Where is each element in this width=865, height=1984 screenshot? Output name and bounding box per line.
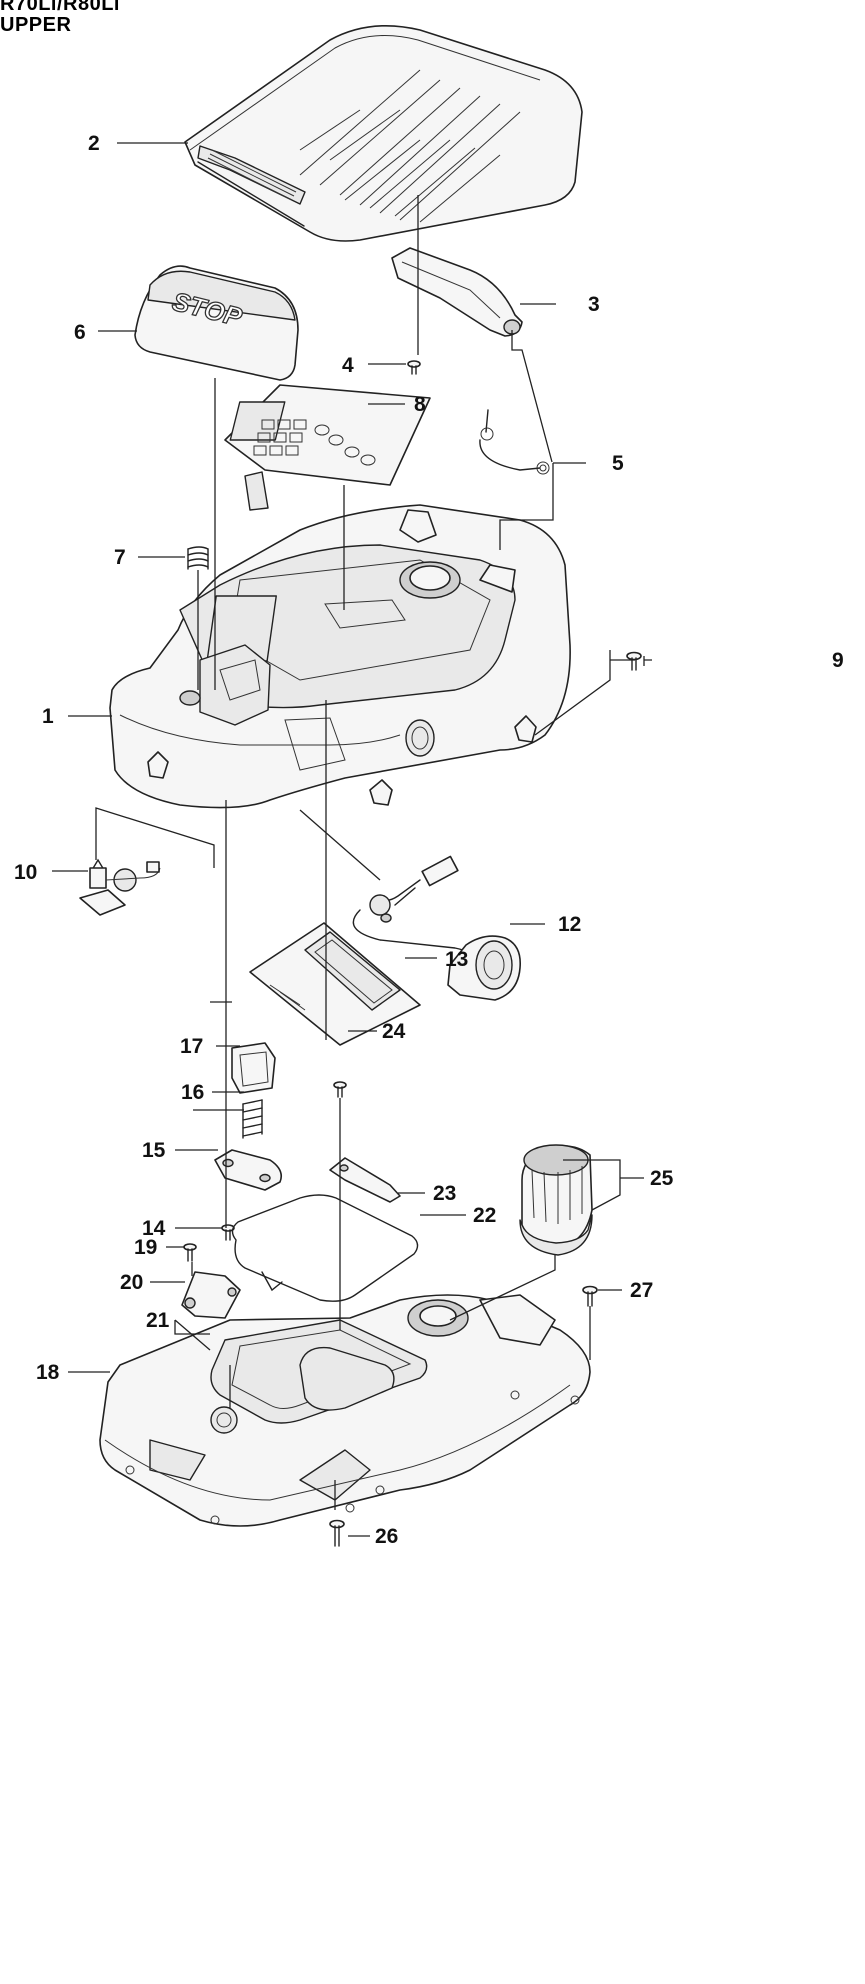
part-10-sensor-assembly [79, 858, 161, 916]
callout-23: 23 [433, 1182, 456, 1205]
part-13-circuit-board [249, 922, 421, 1046]
callout-22: 22 [473, 1204, 496, 1227]
part-20-sensor-bracket [181, 1271, 241, 1319]
part-8-keypad-membrane [224, 384, 431, 511]
part-3-handle [391, 247, 523, 337]
callout-13: 13 [445, 948, 468, 971]
callout-25: 25 [650, 1167, 674, 1190]
callout-8: 8 [414, 393, 426, 416]
part-7-spring [187, 546, 209, 570]
callout-4: 4 [342, 354, 354, 377]
part-17-bracket [231, 1042, 276, 1094]
part-2-top-cover [184, 25, 583, 242]
leader-lines [52, 142, 652, 1537]
part-22-gasket [231, 1194, 419, 1302]
part-24-screw [333, 1081, 347, 1098]
callout-18: 18 [36, 1361, 60, 1384]
callout-10: 10 [14, 861, 37, 884]
part-15-plate [214, 1149, 283, 1191]
callout-26: 26 [375, 1525, 398, 1548]
diagram-title-section: UPPER [0, 14, 72, 36]
callout-17: 17 [180, 1035, 203, 1058]
callout-15: 15 [142, 1139, 166, 1162]
part-18-chassis [99, 1294, 591, 1527]
callout-12: 12 [558, 913, 581, 936]
part-9-screw [626, 651, 642, 671]
callout-21: 21 [146, 1309, 170, 1332]
callout-7: 7 [114, 546, 126, 569]
part-25-height-knob [519, 1144, 593, 1256]
callout-5: 5 [612, 452, 624, 475]
part-19-screw [183, 1243, 197, 1262]
callout-27: 27 [630, 1279, 653, 1302]
callout-9: 9 [832, 649, 844, 672]
callout-6: 6 [74, 321, 86, 344]
callout-1: 1 [42, 705, 54, 728]
callout-numbers: 1 2 3 4 5 6 7 8 9 10 12 13 17 16 24 15 2… [14, 132, 844, 1548]
callout-19: 19 [134, 1236, 157, 1259]
part-1-main-body [109, 504, 571, 809]
part-23-bracket [329, 1157, 401, 1203]
part-6-stop-button: STOP [134, 265, 299, 381]
callout-3: 3 [588, 293, 600, 316]
callout-20: 20 [120, 1271, 143, 1294]
callout-14: 14 [142, 1217, 166, 1240]
callout-24: 24 [382, 1020, 406, 1043]
part-26-screw [329, 1519, 345, 1547]
part-12-buzzer-cable [352, 855, 522, 1001]
part-5-spring-clip [479, 409, 550, 475]
part-4-screw [407, 360, 421, 375]
part-16-spring [242, 1099, 263, 1139]
callout-2: 2 [88, 132, 100, 155]
diagram-title-model: R70Li/R80Li [0, 0, 120, 15]
part-27-screw [582, 1285, 598, 1307]
callout-16: 16 [181, 1081, 204, 1104]
